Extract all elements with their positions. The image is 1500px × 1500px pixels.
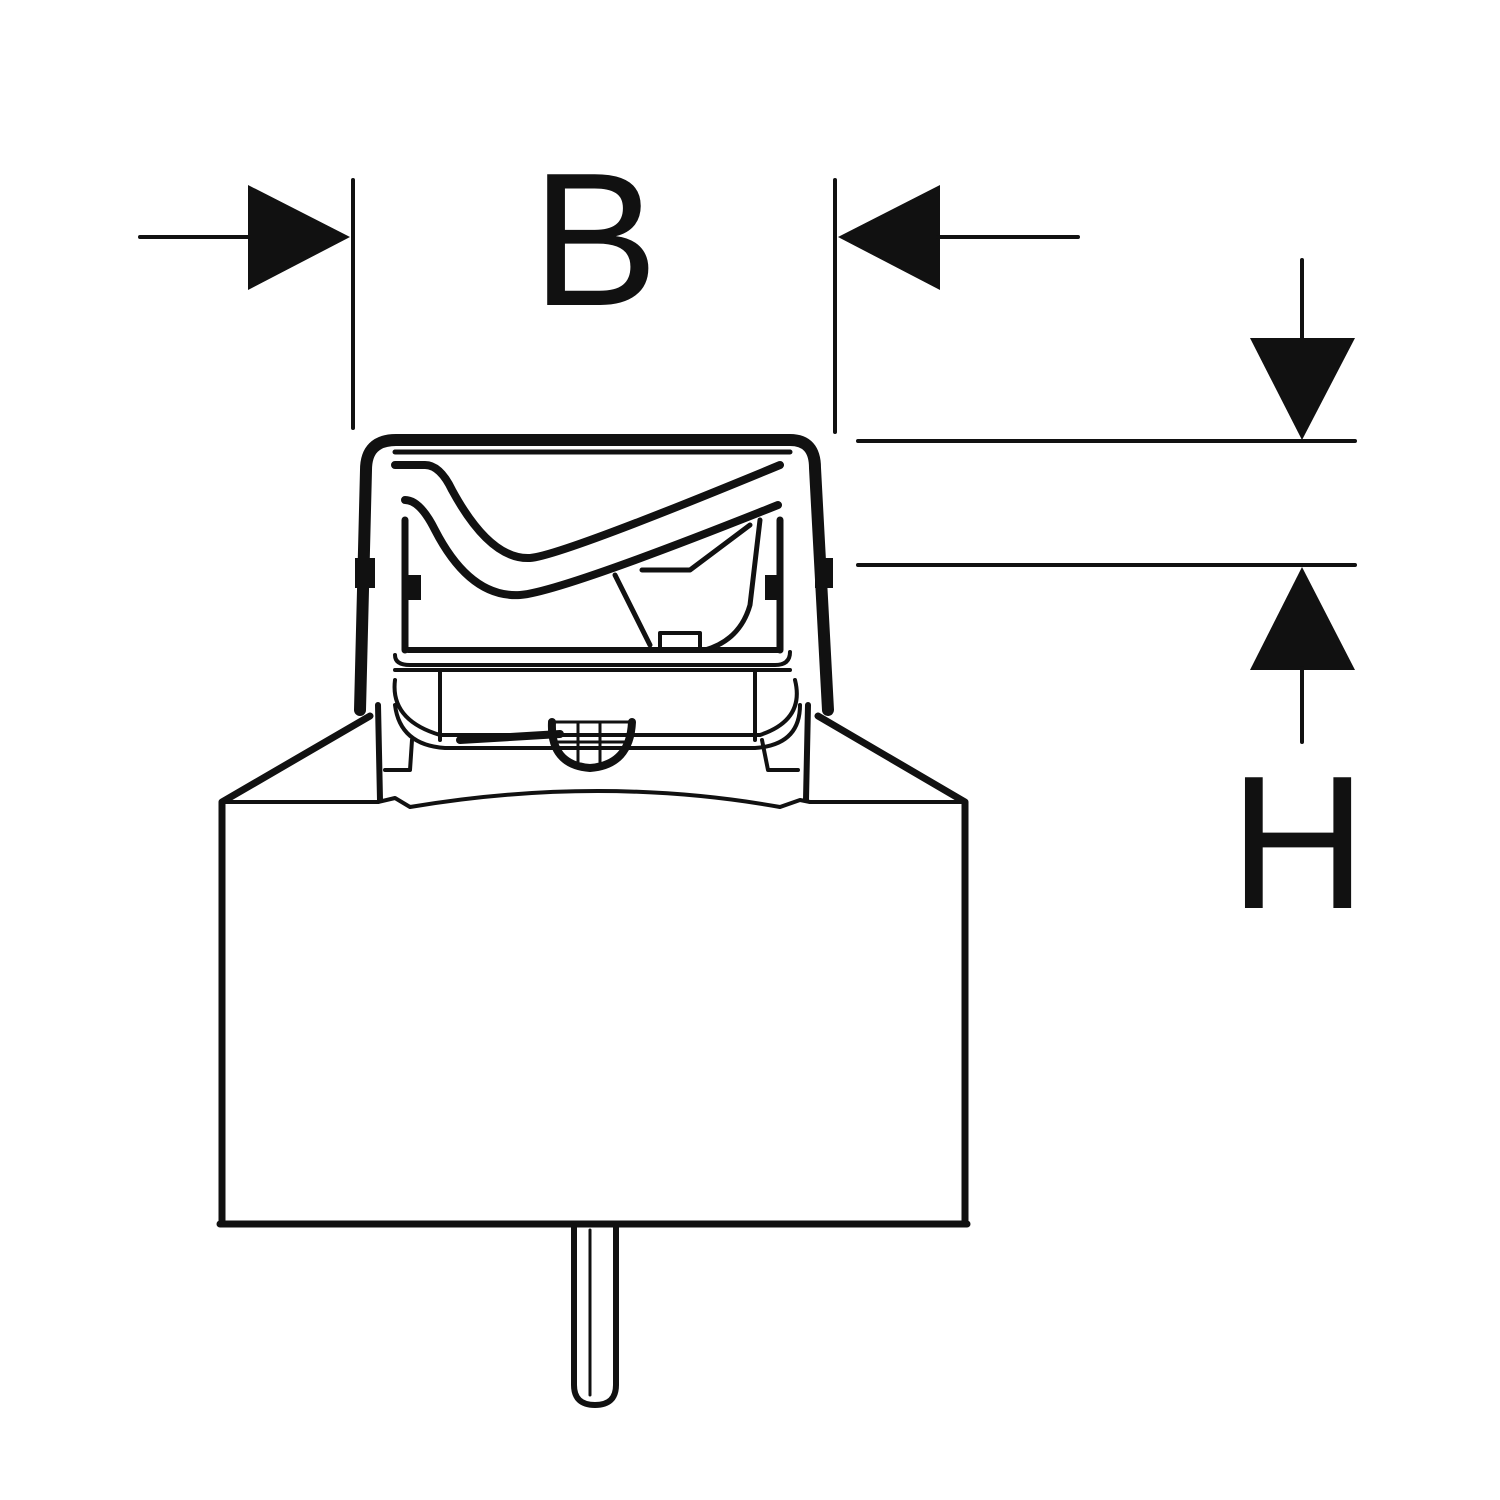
width-dimension: B: [138, 134, 1080, 434]
arrow-left-icon: [838, 185, 940, 290]
width-label: B: [532, 134, 659, 346]
arrow-right-icon: [248, 185, 350, 290]
height-label: H: [1229, 737, 1366, 949]
arrow-down-icon: [1250, 338, 1355, 440]
housing-body: [216, 712, 971, 1228]
pin: [571, 1223, 619, 1408]
arrow-up-icon: [1250, 567, 1355, 670]
height-dimension: H: [856, 258, 1367, 949]
cap-assembly: [354, 434, 834, 803]
